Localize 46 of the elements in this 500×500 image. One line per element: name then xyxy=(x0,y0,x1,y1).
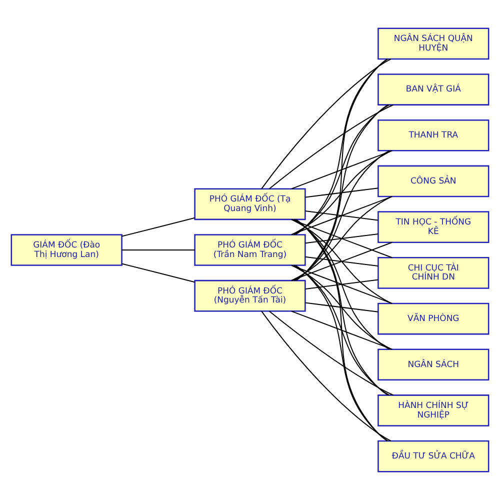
node-box: NGÂN SÁCH QUẬN HUYỆN xyxy=(378,28,490,60)
node-box: TIN HỌC - THỐNG KÊ xyxy=(378,211,490,243)
connector xyxy=(292,196,392,281)
node-box: PHÓ GIÁM ĐỐC (Tạ Quang Vinh) xyxy=(194,188,306,220)
node-box: CHI CỤC TÀI CHÍNH DN xyxy=(378,257,490,289)
node-box: THANH TRA xyxy=(378,119,490,152)
connector xyxy=(122,263,195,283)
connector xyxy=(291,196,392,236)
connector xyxy=(291,264,392,304)
connector xyxy=(291,310,392,350)
node-box: CÔNG SẢN xyxy=(378,165,490,198)
connector xyxy=(269,104,394,190)
connector xyxy=(295,219,388,396)
connector xyxy=(305,279,378,290)
connector xyxy=(292,150,392,236)
node-box: VĂN PHÒNG xyxy=(378,302,490,335)
connector xyxy=(305,302,378,312)
connector xyxy=(291,242,392,281)
node-box: PHÓ GIÁM ĐỐC (Nguyễn Tấn Tài) xyxy=(194,280,306,312)
connector xyxy=(261,310,392,442)
connector xyxy=(305,233,378,244)
node-box: PHÓ GIÁM ĐỐC (Trần Nam Trang) xyxy=(194,234,306,266)
node-box: GIÁM ĐỐC (Đào Thị Hương Lan) xyxy=(10,234,122,266)
node-box: BAN VẬT GIÁ xyxy=(378,74,490,106)
connector xyxy=(305,210,378,221)
connector xyxy=(294,150,390,281)
node-box: HÀNH CHÍNH SỰ NGHIỆP xyxy=(378,394,490,426)
connector xyxy=(292,264,392,350)
connector xyxy=(294,264,390,396)
connector xyxy=(296,219,388,442)
node-box: NGÂN SÁCH xyxy=(378,348,490,381)
connector xyxy=(291,219,392,258)
connector xyxy=(295,104,388,281)
connector xyxy=(294,104,390,236)
connector xyxy=(305,188,378,198)
connector xyxy=(295,264,388,442)
connector xyxy=(261,58,392,190)
connector xyxy=(296,58,388,281)
connector xyxy=(295,58,388,236)
node-box: ĐẦU TƯ SỬA CHỮA xyxy=(378,440,490,472)
connector xyxy=(122,217,195,237)
connector xyxy=(269,310,394,396)
connector xyxy=(294,219,390,350)
connector xyxy=(292,219,392,304)
connector xyxy=(291,150,392,190)
connector xyxy=(305,256,378,267)
